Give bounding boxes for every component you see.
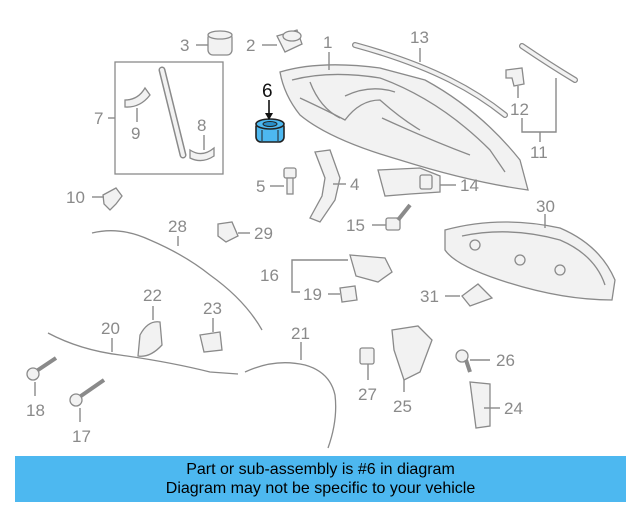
callout-10: 10 — [66, 188, 85, 207]
clip-10-icon — [102, 187, 123, 211]
bracket-25-icon — [391, 325, 433, 381]
callout-27: 27 — [358, 385, 377, 404]
callout-4: 4 — [350, 175, 359, 194]
clip-27-icon — [359, 347, 375, 365]
hood-panel-icon — [279, 64, 529, 191]
callout-7: 7 — [94, 109, 103, 128]
info-banner: Part or sub-assembly is #6 in diagram Di… — [15, 456, 626, 502]
callout-2: 2 — [246, 36, 255, 55]
bolt-15-icon — [385, 203, 412, 231]
bumper-2-icon — [276, 29, 303, 53]
callout-18: 18 — [26, 401, 45, 420]
callout-11: 11 — [530, 143, 548, 162]
clip-19-icon — [339, 285, 358, 303]
callout-8: 8 — [197, 116, 206, 135]
callout-30: 30 — [536, 197, 555, 216]
bracket-23-icon — [199, 331, 223, 353]
callout-21: 21 — [291, 324, 310, 343]
callout-6: 6 — [262, 81, 273, 102]
bolt-26-icon — [455, 349, 472, 373]
callout-5: 5 — [256, 177, 265, 196]
cable-20-icon — [47, 332, 239, 375]
callout-1: 1 — [323, 33, 332, 52]
banner-line-2: Diagram may not be specific to your vehi… — [165, 480, 476, 497]
callout-12: 12 — [510, 100, 529, 119]
callout-19: 19 — [303, 285, 322, 304]
callout-24: 24 — [504, 399, 523, 418]
callout-17: 17 — [72, 427, 91, 446]
bracket-24-icon — [469, 381, 491, 429]
callout-26: 26 — [496, 351, 515, 370]
callout-20: 20 — [101, 319, 120, 338]
bolt-5-icon — [283, 167, 297, 195]
bolt-18-icon — [26, 356, 58, 381]
bracket-9-icon — [124, 86, 151, 108]
callout-28: 28 — [168, 217, 187, 236]
callout-9: 9 — [131, 124, 140, 143]
clip-29-icon — [217, 221, 239, 243]
handle-22-icon — [137, 321, 163, 357]
callout-22: 22 — [143, 286, 162, 305]
bolt-17-icon — [69, 378, 106, 407]
bracket-8-icon — [189, 146, 215, 162]
callout-15: 15 — [346, 216, 365, 235]
parts-diagram: 1 2 3 4 5 6 7 8 9 10 11 12 13 14 15 16 1… — [26, 28, 616, 449]
insulator-pad-30-icon — [444, 221, 616, 301]
bracket-31-icon — [461, 283, 494, 307]
callout-31: 31 — [420, 287, 439, 306]
callout-16: 16 — [260, 266, 279, 285]
bumper-6-icon — [255, 118, 285, 143]
callout-25: 25 — [393, 397, 412, 416]
seal-11-icon — [519, 43, 578, 83]
cable-21-icon — [244, 362, 337, 449]
latch-14-icon — [377, 167, 441, 197]
callout-29: 29 — [254, 224, 273, 243]
clip-12-icon — [505, 67, 525, 87]
callout-23: 23 — [203, 299, 222, 318]
callout-14: 14 — [460, 176, 479, 195]
banner-line-1: Part or sub-assembly is #6 in diagram — [186, 461, 455, 478]
hinge-4-icon — [309, 149, 341, 223]
cable-28-icon — [91, 230, 263, 331]
gas-strut-icon — [158, 66, 187, 159]
callout-3: 3 — [180, 36, 189, 55]
seal-13-icon — [352, 42, 508, 118]
callout-13: 13 — [410, 28, 429, 47]
latch-16-icon — [349, 254, 393, 283]
bumper-3-icon — [207, 30, 233, 56]
